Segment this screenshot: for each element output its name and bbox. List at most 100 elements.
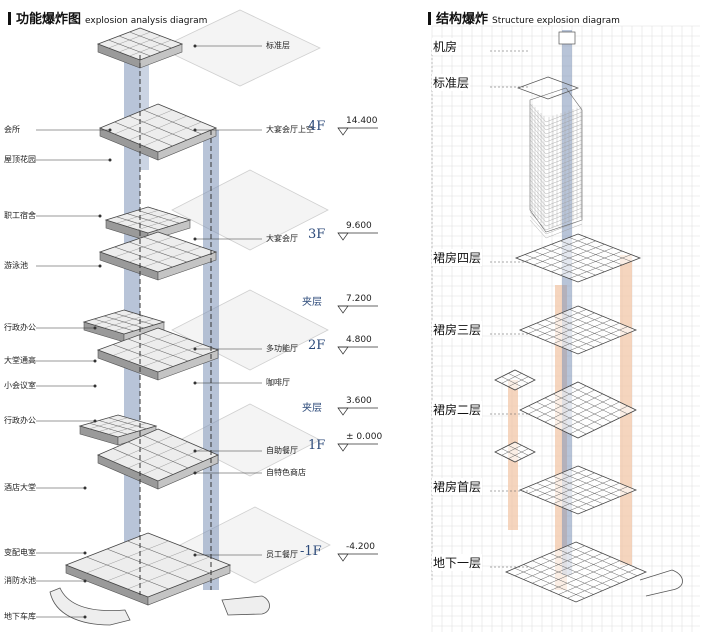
elevation-value: -4.200 [346,542,376,552]
function-label-right: 自特色商店 [266,468,306,477]
partition-wall [142,448,204,475]
beam [561,322,620,348]
beam [533,250,596,276]
tower-floor-line [529,211,583,231]
tower-floor-line [529,167,583,187]
machine-room-box [558,31,576,45]
floor-label: 夹层 [302,297,322,308]
leader-dot [193,381,197,385]
beam [508,373,529,384]
partition-wall [129,31,172,49]
beam [561,472,620,498]
floor-label: -1F [300,544,322,559]
tower-floor-line [529,179,583,199]
beam [569,385,628,415]
function-label-right: 多功能厅 [266,344,298,353]
floor-label: 3F [308,227,326,242]
partition-wall [128,241,188,263]
beam [508,445,529,456]
elevation-value: 4.800 [346,335,372,345]
partition-wall [143,246,202,268]
elevation-value: 3.600 [346,396,372,406]
partition-wall [127,556,210,590]
plate-outline [494,369,536,391]
beam [551,244,614,269]
tower-floor-line [529,143,583,163]
beam [558,564,629,595]
leader-dot [93,384,97,388]
leader-dot [193,237,197,241]
plate-outline [494,441,536,463]
partition-wall [98,420,138,432]
beam [561,312,620,338]
beam [544,476,603,501]
beam [524,254,587,279]
beam [501,376,522,387]
beam [553,476,612,501]
structure-label: 裙房四层 [432,249,483,266]
tower-floor-line [529,139,583,159]
podium-level-1-wing [494,441,536,463]
beam [551,247,614,272]
beam [536,312,595,338]
tower-floor-line [529,111,583,131]
elevation-triangle [337,346,349,355]
beam [536,401,595,431]
beam [528,486,587,511]
podium-level-1-frame [518,465,638,515]
beam [501,448,522,459]
partition-wall [128,115,188,141]
tower-floor-line [529,163,583,183]
beam [567,568,638,599]
beam [501,445,522,456]
leader-dot [98,214,102,218]
function-label-left: 会所 [4,125,20,134]
function-label-left: 小会议室 [4,381,36,390]
beam [569,237,632,262]
elevation-triangle [337,443,349,452]
tower-core [562,30,572,575]
beam [569,309,628,334]
plate-outline [518,465,638,515]
beam [528,385,587,415]
tower-floor-line [529,215,583,235]
tower-floor-line [529,147,583,167]
function-label-right: 自助餐厅 [266,446,298,455]
partition-wall [127,338,189,362]
standard-floor-frame [516,76,580,100]
leader-dot [193,449,197,453]
partition-wall [142,333,204,356]
function-label-left: 屋顶花园 [4,155,36,164]
leader-dot [83,486,87,490]
partition-wall [127,540,210,574]
beam [528,309,587,334]
structure-label: 裙房二层 [432,401,483,418]
leader-dot [193,553,197,557]
elevation-value: ± 0.000 [346,432,383,442]
elevation-triangle [337,127,349,136]
tower-floor-line [529,131,583,151]
beam [569,254,632,279]
partition-wall [143,109,202,135]
beam [567,545,638,576]
leader-dot [193,471,197,475]
ramp-left [49,587,131,626]
beam [569,469,628,494]
beam [569,326,628,351]
tower-floor-line [529,119,583,139]
structure-label: 裙房首层 [432,478,483,495]
leader-dot [193,128,197,132]
beam [524,237,587,262]
leader-dot [93,326,97,330]
beam [501,373,522,384]
beam [561,401,620,431]
leader-dot [83,579,87,583]
ramp-right [221,595,270,616]
plate-outline [519,381,637,439]
tower-floor-line [529,115,583,135]
beam [558,549,629,580]
elevation-triangle [337,305,349,314]
